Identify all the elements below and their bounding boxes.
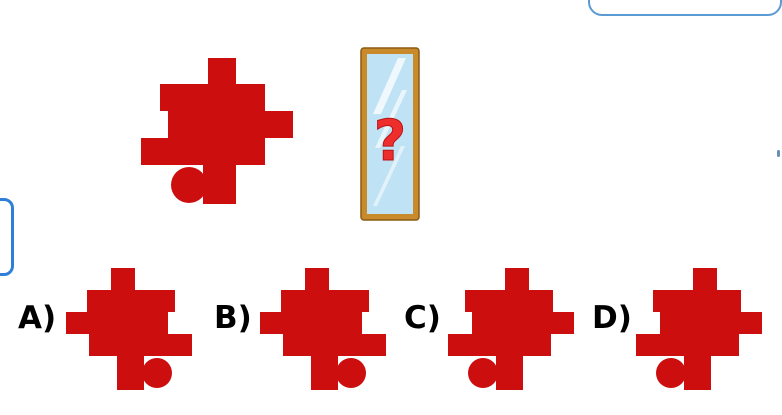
- option-d[interactable]: D): [592, 268, 777, 390]
- option-b-shape: [260, 268, 386, 390]
- question-mark: ?: [374, 109, 406, 174]
- option-c-label: C): [404, 300, 441, 336]
- decorative-frame-top: [588, 0, 782, 16]
- question-shape: [141, 58, 293, 204]
- option-d-shape: [636, 268, 762, 390]
- option-a-label: A): [18, 300, 57, 336]
- option-d-label: D): [592, 300, 632, 336]
- option-c-shape: [448, 268, 574, 390]
- option-a-shape: [66, 268, 192, 390]
- decorative-frame-left: [0, 198, 14, 276]
- option-c[interactable]: C): [404, 268, 589, 390]
- decorative-mark-right: [777, 150, 780, 157]
- option-b[interactable]: B): [214, 268, 399, 390]
- mirror: ?: [360, 47, 420, 221]
- option-b-label: B): [214, 300, 252, 336]
- option-a[interactable]: A): [18, 268, 203, 390]
